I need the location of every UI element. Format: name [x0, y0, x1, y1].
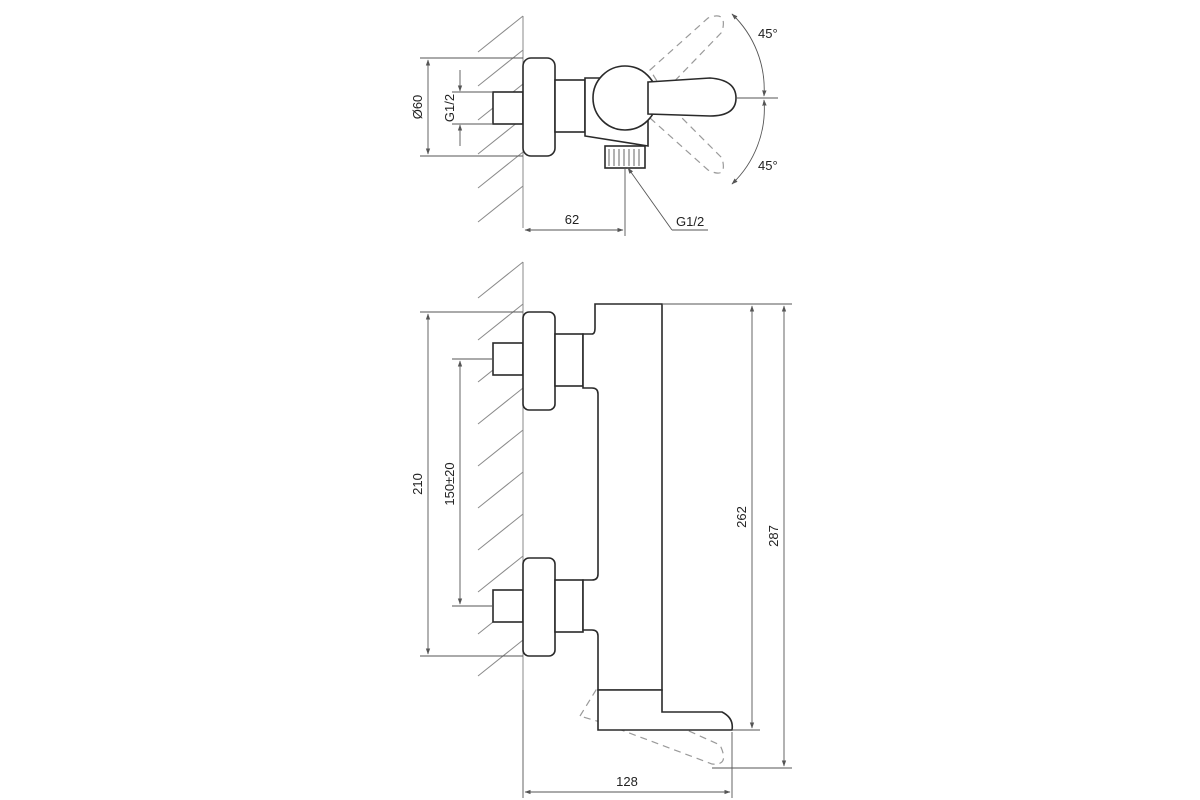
pipe-connector-upper — [492, 342, 524, 376]
dim-spacing-label: 150±20 — [442, 462, 457, 505]
coupling-upper — [554, 333, 584, 387]
dim-inlet-thread: G1/2 — [442, 70, 493, 146]
dim-body-height-label: 262 — [734, 506, 749, 528]
pipe-connector-lower — [492, 589, 524, 623]
dim-inlet-thread-label: G1/2 — [442, 94, 457, 122]
top-view: Ø60 G1/2 62 G1/2 45° 45° — [410, 13, 778, 236]
side-view: 210 150±20 262 287 128 — [410, 261, 792, 798]
dim-body-height: 262 — [662, 303, 792, 731]
pipe-connector-top — [492, 91, 524, 125]
dim-connections-height: 210 — [410, 311, 523, 657]
dim-total-height: 287 — [712, 305, 792, 769]
lever-top — [647, 77, 737, 117]
wall-flange-top — [522, 57, 556, 157]
dim-projection: 128 — [522, 690, 733, 798]
dim-total-height-label: 287 — [766, 525, 781, 547]
coupling-top — [554, 79, 586, 133]
wall-flange-lower — [522, 557, 556, 657]
dim-connections-height-label: 210 — [410, 473, 425, 495]
dim-depth: 62 — [524, 168, 626, 236]
wall-flange-upper — [522, 311, 556, 411]
dim-depth-label: 62 — [565, 212, 579, 227]
dim-angle-down-label: 45° — [758, 158, 778, 173]
dim-outlet-thread-label: G1/2 — [676, 214, 704, 229]
spout-side — [597, 689, 734, 731]
dim-outlet-thread: G1/2 — [627, 167, 708, 231]
dim-diameter-label: Ø60 — [410, 95, 425, 120]
dim-spacing: 150±20 — [442, 358, 493, 607]
dim-projection-label: 128 — [616, 774, 638, 789]
dim-diameter: Ø60 — [410, 57, 523, 157]
mixer-body-side — [582, 303, 663, 691]
dim-angle-up-label: 45° — [758, 26, 778, 41]
wall-hatch-side — [477, 261, 524, 690]
coupling-lower — [554, 579, 584, 633]
lever-range-ghost — [649, 15, 724, 174]
dim-angle: 45° 45° — [731, 13, 778, 185]
